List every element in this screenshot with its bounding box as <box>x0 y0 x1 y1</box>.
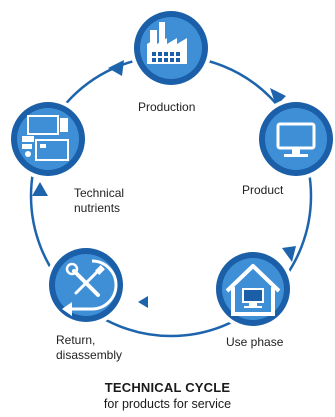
label-return-line-2: disassembly <box>56 348 123 362</box>
label-technical-line-2: nutrients <box>74 201 121 215</box>
label-technical-nutrients: Technical nutrients <box>74 186 124 216</box>
components-icon <box>22 115 69 161</box>
house-icon <box>225 264 281 316</box>
node-technical-nutrients <box>7 98 89 180</box>
label-return-line-1: Return, <box>56 333 96 347</box>
caption-title: TECHNICAL CYCLE <box>104 380 231 395</box>
label-use-phase: Use phase <box>226 335 284 349</box>
tools-return-icon <box>62 259 118 316</box>
label-product: Product <box>242 183 284 197</box>
cycle-arrow-use-to-return <box>138 296 148 308</box>
label-technical-line-1: Technical <box>74 186 125 200</box>
cycle-arrow-product-to-use <box>282 246 296 262</box>
cycle-arrow-production-to-product <box>270 88 286 106</box>
cycle-arrow-technical-to-production <box>108 60 124 76</box>
label-production: Production <box>138 100 196 114</box>
node-product <box>255 98 335 180</box>
cycle-arrow-return-to-technical <box>32 182 48 196</box>
label-return: Return, disassembly <box>56 333 122 363</box>
monitor-icon <box>276 122 316 157</box>
node-return <box>45 244 127 326</box>
node-production <box>130 7 212 89</box>
caption-subtitle: for products for service <box>103 397 232 411</box>
factory-icon <box>147 22 187 64</box>
node-use-phase <box>212 248 294 330</box>
